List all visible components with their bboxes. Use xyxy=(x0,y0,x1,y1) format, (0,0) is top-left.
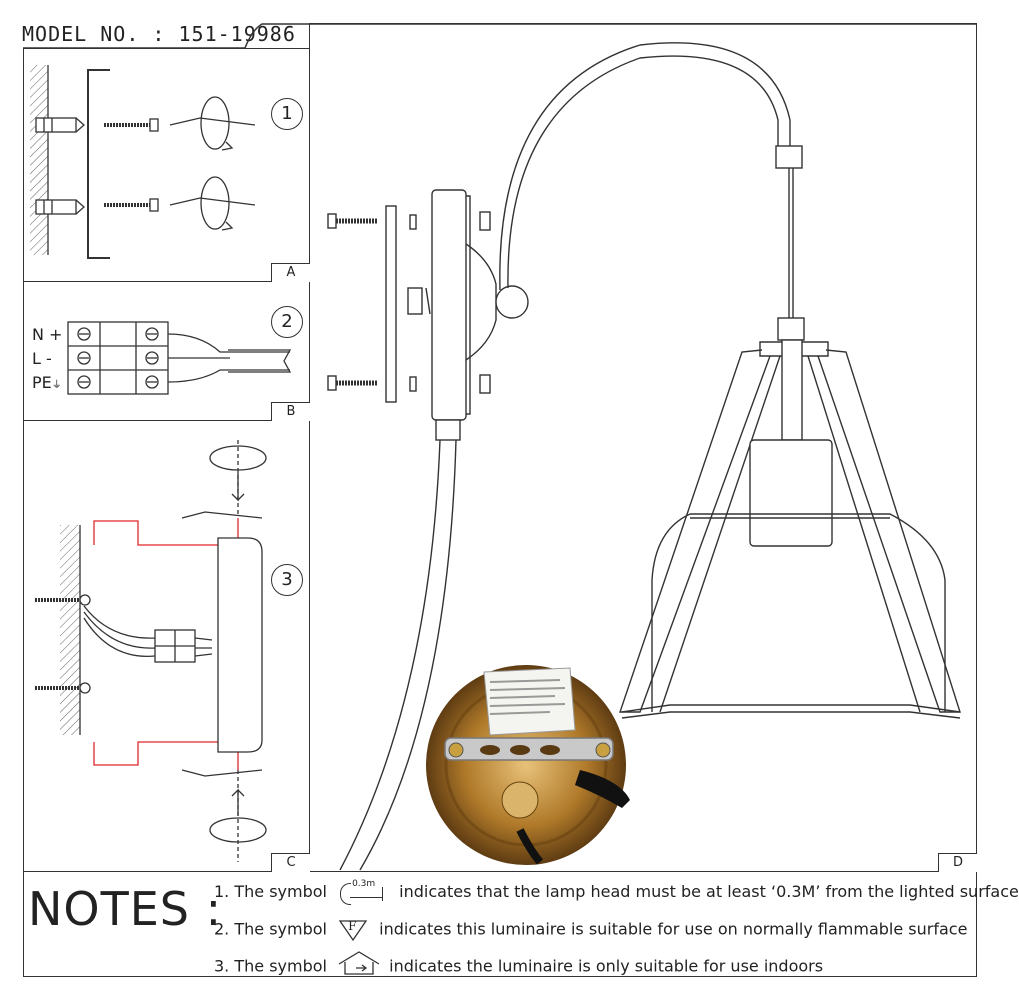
note-3-prefix: 3. The symbol xyxy=(214,956,327,976)
rotate-arrow-icon xyxy=(181,440,267,519)
screw-icon xyxy=(595,742,611,758)
screw-icon xyxy=(104,118,159,132)
header-tab xyxy=(23,23,977,49)
note-3: 3. The symbol indicates the luminaire is… xyxy=(214,951,824,980)
note-1-text: indicates that the lamp head must be at … xyxy=(399,882,1019,901)
note-3-text: indicates the luminaire is only suitable… xyxy=(389,956,824,976)
rotate-arrow-icon xyxy=(181,769,267,862)
screw-icon xyxy=(448,742,464,758)
wall-plug-icon xyxy=(35,199,85,215)
step-1-badge: 1 xyxy=(271,98,303,130)
earth-label: PE⏚ xyxy=(32,373,62,392)
cable xyxy=(575,770,630,808)
indoor-use-icon xyxy=(336,951,382,980)
screw-icon xyxy=(35,682,91,694)
panel-c-drawing xyxy=(35,440,267,862)
notes-title: NOTES : xyxy=(28,882,223,936)
note-1-prefix: 1. The symbol xyxy=(214,882,327,901)
step-2-badge: 2 xyxy=(271,306,303,338)
earth-label-text: PE xyxy=(32,373,52,392)
screw-icon xyxy=(327,213,378,229)
screwdriver-icon xyxy=(169,96,256,151)
panel-d-drawing xyxy=(327,42,961,871)
note-1: 1. The symbol 0.3m indicates that the la… xyxy=(214,879,1019,905)
note-2-text: indicates this luminaire is suitable for… xyxy=(379,919,968,939)
screwdriver-icon xyxy=(169,176,256,231)
screw-icon xyxy=(327,375,378,391)
flammable-surface-icon: F xyxy=(336,918,370,942)
panel-a-label: A xyxy=(271,263,310,282)
distance-symbol-icon: 0.3m xyxy=(338,879,386,905)
step-3-badge: 3 xyxy=(271,564,303,596)
screw-icon xyxy=(104,198,159,212)
flammable-symbol-text: F xyxy=(348,919,357,933)
screw-icon xyxy=(35,594,91,606)
live-label: L - xyxy=(32,349,52,368)
notes-panel xyxy=(23,871,977,977)
product-label xyxy=(483,667,576,736)
earth-icon: ⏚ xyxy=(51,380,62,391)
panel-a-drawing xyxy=(30,65,256,259)
panel-b-label: B xyxy=(271,402,310,421)
wall-plug-icon xyxy=(35,117,85,133)
note-2: 2. The symbol F indicates this luminaire… xyxy=(214,918,967,942)
distance-symbol-text: 0.3m xyxy=(352,878,376,889)
panel-c-label: C xyxy=(271,853,310,872)
note-2-prefix: 2. The symbol xyxy=(214,919,327,939)
terminal-screw-icon xyxy=(77,327,159,389)
panel-d-label: D xyxy=(938,853,977,872)
panel-b-drawing xyxy=(67,321,292,395)
neutral-label: N + xyxy=(32,325,63,344)
model-number: MODEL NO. : 151-19986 xyxy=(22,22,296,46)
canopy-photo xyxy=(426,665,630,865)
